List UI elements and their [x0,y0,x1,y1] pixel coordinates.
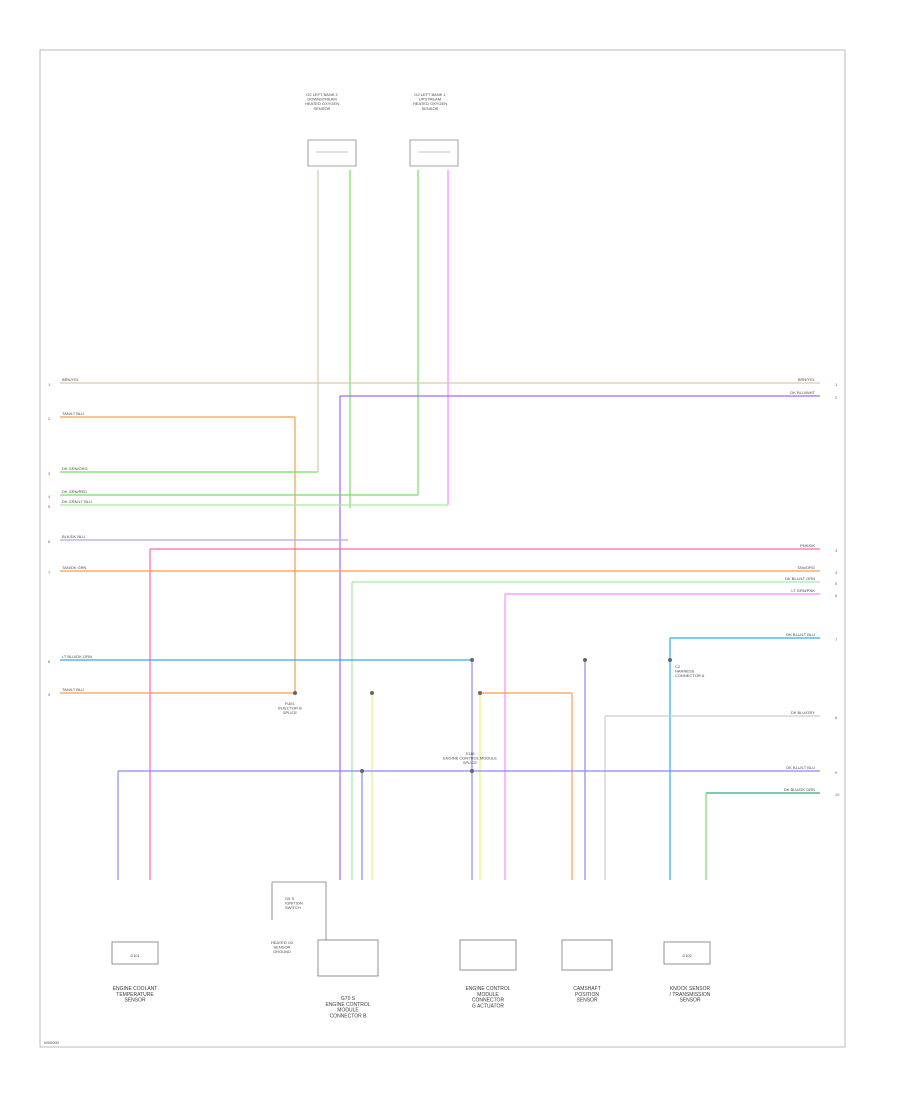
svg-text:TAN/LT BLU: TAN/LT BLU [62,411,84,416]
svg-text:5: 5 [48,504,51,509]
svg-text:3: 3 [835,548,838,553]
diagram-frame [39,49,846,1048]
svg-text:3: 3 [48,471,51,476]
svg-text:DK BLU/LT BLU: DK BLU/LT BLU [786,765,815,770]
left-wire-labels: 1 BRN/YEL 2 TAN/LT BLU 3 DK GRN/ORG 4 DK… [48,377,92,697]
right-wire-labels: BRN/YEL 1 DK BLU/WHT 2 PNK/DK 3 TAN/ORG … [784,377,840,797]
svg-text:6: 6 [835,593,838,598]
svg-text:TAN/LT BLU: TAN/LT BLU [62,687,84,692]
svg-text:7: 7 [48,570,51,575]
svg-text:6: 6 [48,539,51,544]
svg-text:8: 8 [835,715,838,720]
svg-text:7: 7 [835,637,838,642]
svg-text:BRN/YEL: BRN/YEL [798,377,816,382]
svg-text:PNK/DK: PNK/DK [800,543,815,548]
svg-text:2: 2 [835,395,838,400]
svg-text:DK GRN/ORG: DK GRN/ORG [62,466,88,471]
svg-text:DK BLU/GRY: DK BLU/GRY [791,710,815,715]
svg-text:4: 4 [48,494,51,499]
svg-text:8: 8 [48,659,51,664]
svg-text:DK BLU/DK GRN: DK BLU/DK GRN [784,787,815,792]
svg-text:10: 10 [835,792,840,797]
svg-text:4: 4 [835,570,838,575]
svg-text:LT BLU/DK GRN: LT BLU/DK GRN [62,654,92,659]
svg-text:BRN/YEL: BRN/YEL [62,377,80,382]
svg-text:TAN/ORG: TAN/ORG [797,565,815,570]
svg-text:DK GRN/LT BLU: DK GRN/LT BLU [62,499,92,504]
svg-text:DK BLU/LT BLU: DK BLU/LT BLU [786,632,815,637]
svg-text:5: 5 [835,581,838,586]
splice-points [293,658,672,773]
svg-text:9: 9 [48,692,51,697]
svg-text:BLK/DK BLU: BLK/DK BLU [62,534,85,539]
svg-text:2: 2 [48,416,51,421]
page-code: W00000 [44,1040,60,1045]
svg-text:G102: G102 [682,953,693,958]
svg-text:DK BLU/LT GRN: DK BLU/LT GRN [785,576,815,581]
svg-text:G101: G101 [130,953,141,958]
svg-text:1: 1 [48,382,51,387]
svg-text:TAN/DK GRN: TAN/DK GRN [62,565,86,570]
svg-text:LT GRN/PNK: LT GRN/PNK [791,588,815,593]
svg-text:1: 1 [835,382,838,387]
svg-text:DK GRN/RED: DK GRN/RED [62,489,87,494]
svg-text:DK BLU/WHT: DK BLU/WHT [790,390,815,395]
svg-text:9: 9 [835,770,838,775]
